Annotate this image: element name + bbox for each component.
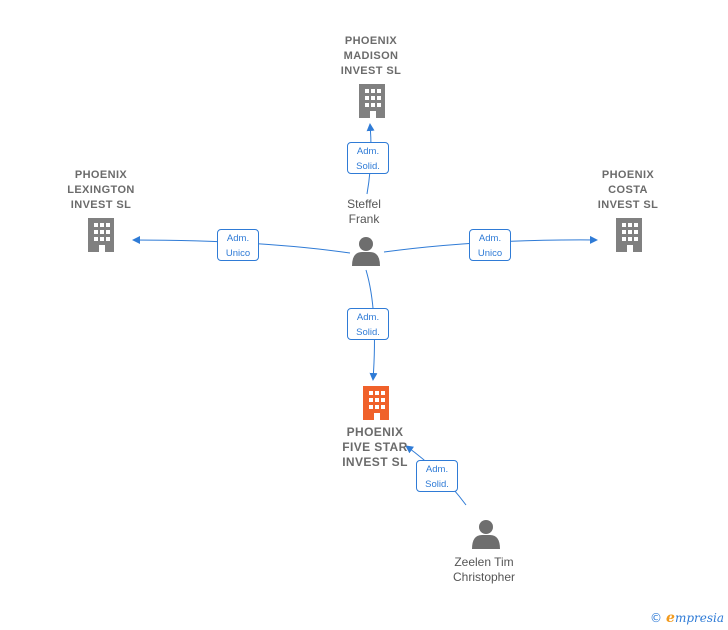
- building-icon-focus[interactable]: [363, 386, 389, 420]
- person-icon[interactable]: [472, 520, 500, 549]
- relation-box-zeelen-five-star: Adm. Solid.: [416, 460, 458, 492]
- company-label-madison[interactable]: PHOENIX MADISON INVEST SL: [340, 35, 402, 77]
- copyright-symbol: ©: [650, 611, 663, 625]
- company-label-lexington[interactable]: PHOENIX LEXINGTON INVEST SL: [67, 169, 135, 211]
- relation-type: Solid.: [356, 161, 380, 172]
- relation-box-steffel-costa: Adm. Unico: [469, 229, 511, 261]
- empresia-credit[interactable]: ©empresia: [650, 610, 724, 626]
- relation-box-steffel-madison: Adm. Solid.: [347, 142, 389, 174]
- brand-name: mpresia: [674, 611, 724, 625]
- relation-role: Adm.: [425, 464, 449, 475]
- company-label-five-star[interactable]: PHOENIX FIVE STAR INVEST SL: [342, 425, 408, 469]
- relation-role: Adm.: [356, 312, 380, 323]
- relation-role: Adm.: [356, 146, 380, 157]
- relation-type: Solid.: [356, 327, 380, 338]
- relation-type: Solid.: [425, 479, 449, 490]
- building-icon[interactable]: [359, 84, 385, 118]
- person-label-zeelen[interactable]: Zeelen Tim Christopher: [452, 555, 516, 584]
- relation-box-steffel-lexington: Adm. Unico: [217, 229, 259, 261]
- person-label-steffel[interactable]: Steffel Frank: [347, 197, 381, 226]
- brand-initial: e: [666, 610, 675, 626]
- relation-type: Unico: [477, 248, 503, 259]
- relation-role: Adm.: [478, 233, 502, 244]
- relation-type: Unico: [225, 248, 251, 259]
- relation-box-steffel-five-star: Adm. Solid.: [347, 308, 389, 340]
- building-icon[interactable]: [616, 218, 642, 252]
- building-icon[interactable]: [88, 218, 114, 252]
- company-label-costa[interactable]: PHOENIX COSTA INVEST SL: [597, 169, 659, 211]
- person-icon[interactable]: [352, 237, 380, 266]
- relation-role: Adm.: [226, 233, 250, 244]
